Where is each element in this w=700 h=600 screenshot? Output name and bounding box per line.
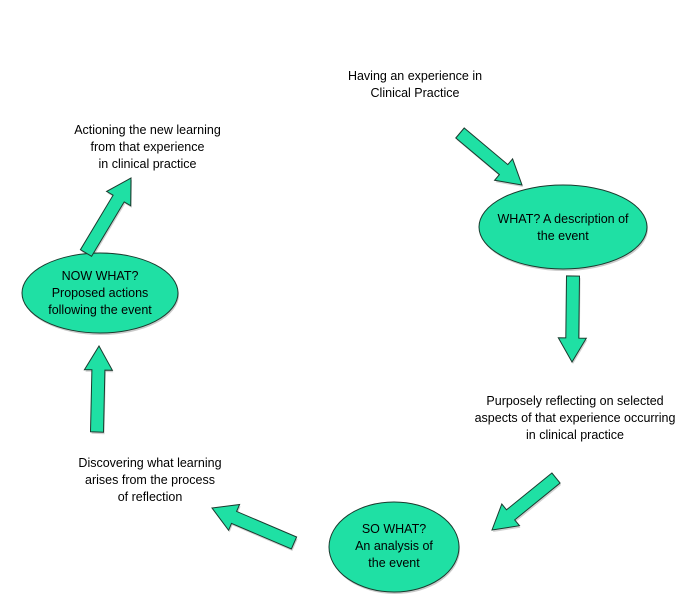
- arrow-what-to-reflecting: [557, 275, 588, 363]
- node-now-what-ellipse: [21, 252, 179, 334]
- arrow-discovering-to-now-what: [83, 345, 114, 433]
- node-so-what-ellipse: [328, 501, 460, 593]
- node-so-what-label: SO WHAT? An analysis of the event: [355, 522, 433, 570]
- caption-discovering: Discovering what learning arises from th…: [78, 456, 222, 504]
- node-now-what-label: NOW WHAT? Proposed actions following the…: [48, 269, 152, 317]
- node-what-label: WHAT? A description of the event: [497, 212, 629, 243]
- caption-experience: Having an experience in Clinical Practic…: [347, 69, 483, 100]
- arrow-now-what-to-actioning: [79, 177, 132, 257]
- caption-reflecting: Purposely reflecting on selected aspects…: [474, 394, 676, 442]
- arrow-so-what-to-discovering: [211, 503, 298, 550]
- arrow-reflecting-to-so-what: [491, 472, 561, 531]
- node-what-ellipse: [478, 184, 648, 270]
- caption-actioning: Actioning the new learning from that exp…: [74, 123, 221, 171]
- arrow-experience-to-what: [455, 127, 523, 186]
